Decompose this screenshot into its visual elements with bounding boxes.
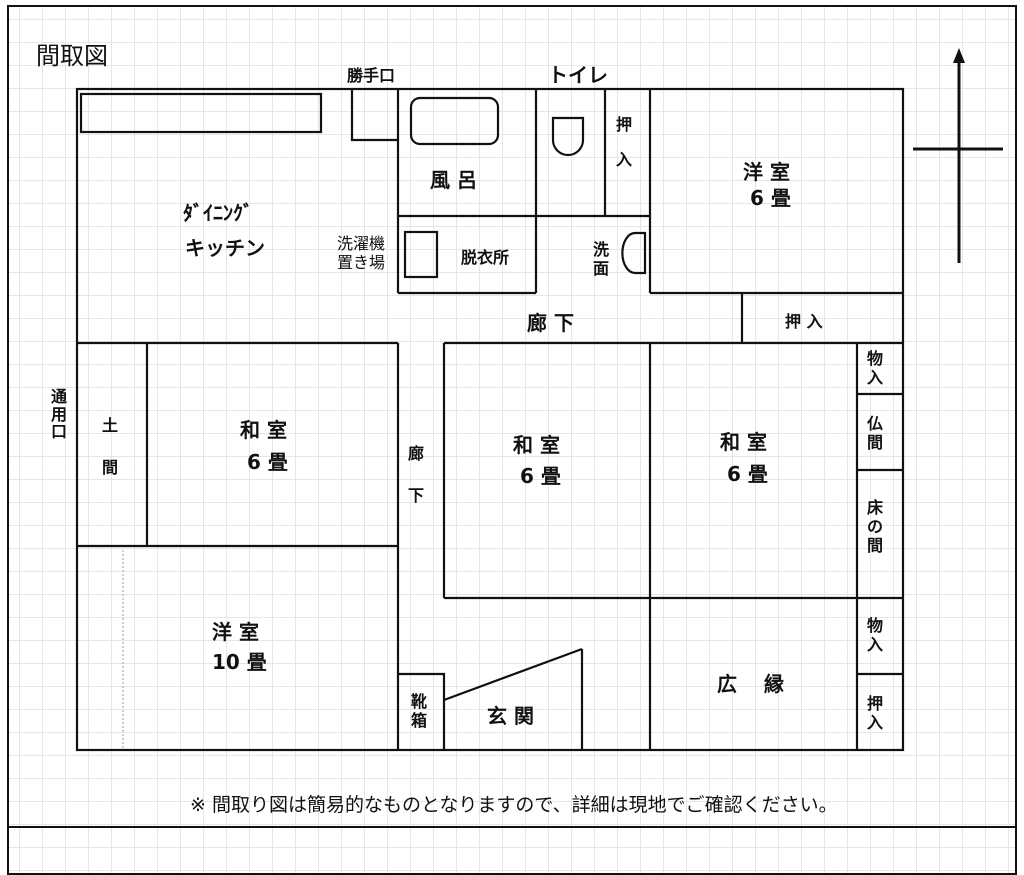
room-label-western-10-2: 10 畳 [212,650,267,674]
wash-basin-icon [621,231,647,275]
room-label-entrance: 玄 関 [487,704,534,728]
room-label-dressing: 脱衣所 [461,248,510,267]
outer-wall [75,87,905,752]
footer-divider [7,826,1017,828]
room-label-japanese-left-2: 6 畳 [247,450,288,474]
room-label-closet-bottom: 押 入 [867,694,884,733]
room-label-western-6-1: 洋 室 [743,160,790,184]
side-entrance-label: 通 用 口 [51,387,68,442]
page-title: 間取図 [36,42,108,70]
room-label-toilet-closet: 押 入 [616,115,633,170]
room-label-tokonoma: 床 の 間 [867,498,884,556]
room-label-storage-1: 物 入 [867,349,884,388]
room-label-japanese-right-2: 6 畳 [727,462,768,486]
toilet-icon [551,116,585,157]
room-label-back-door: 勝手口 [347,66,396,85]
room-label-toilet: トイレ [548,63,608,87]
room-label-washer: 洗濯機 置き場 [337,234,386,273]
room-label-hallway-left: 廊 下 [408,444,425,505]
room-label-hallway-top: 廊 下 [527,311,574,335]
washing-machine-icon [403,230,439,279]
room-label-japanese-left-1: 和 室 [240,418,287,442]
disclaimer-note: ※ 間取り図は簡易的なものとなりますので、詳細は現地でご確認ください。 [190,794,838,816]
room-label-western-6-2: 6 畳 [750,186,791,210]
back-door-step [350,89,398,142]
room-label-japanese-center-2: 6 畳 [520,464,561,488]
room-label-storage-2: 物 入 [867,616,884,655]
room-label-bath: 風 呂 [430,168,477,192]
kitchen-counter [79,92,323,134]
room-label-japanese-center-1: 和 室 [513,433,560,457]
room-label-veranda: 広 縁 [717,672,784,696]
room-label-closet-top-right: 押 入 [785,312,823,331]
room-label-shoe-box: 靴 箱 [411,692,428,731]
room-label-japanese-right-1: 和 室 [720,430,767,454]
room-label-kitchen-1: ﾀﾞｲﾆﾝｸﾞ [183,201,253,225]
room-label-washroom: 洗 面 [593,240,610,279]
room-label-western-10-1: 洋 室 [212,620,259,644]
entrance-step-line [443,647,583,702]
floor-plan-sheet [7,5,1017,875]
room-label-doma: 土 間 [102,416,119,477]
room-label-butsuma: 仏 間 [867,414,884,453]
room-label-kitchen-2: キッチン [185,236,265,260]
north-arrow-icon [913,48,1003,263]
bathtub-icon [409,96,500,146]
